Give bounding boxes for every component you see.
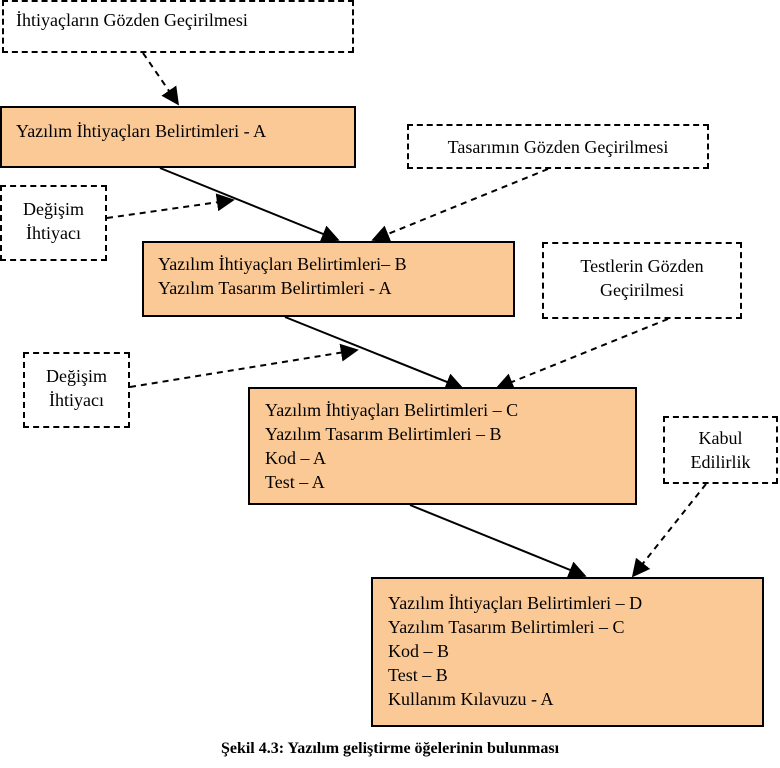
- review-arrow-tests: [495, 318, 669, 391]
- design-review-label: Tasarımın Gözden Geçirilmesi: [447, 137, 669, 157]
- stage-arrow-1: [159, 167, 340, 243]
- acceptance-box: Kabul Edilirlik: [663, 416, 778, 484]
- review-arrow-requirements: [142, 52, 180, 106]
- change-need-box-1: Değişim İhtiyacı: [0, 185, 107, 261]
- test-review-line-1: Testlerin Gözden: [580, 256, 704, 276]
- stage-c-line-2: Yazılım Tasarım Belirtimleri – B: [265, 424, 502, 444]
- stage-d-line-3: Kod – B: [388, 641, 450, 661]
- stage-arrow-3: [409, 504, 587, 579]
- stage-b-line-1: Yazılım İhtiyaçları Belirtimleri– B: [158, 254, 407, 274]
- stage-d-line-4: Test – B: [388, 665, 448, 685]
- acceptance-arrow: [631, 483, 707, 578]
- change-arrow-1: [106, 193, 235, 219]
- stage-arrow-2: [284, 316, 464, 391]
- review-arrow-design: [371, 168, 549, 243]
- stage-c-line-1: Yazılım İhtiyaçları Belirtimleri – C: [265, 400, 519, 420]
- stage-d-line-1: Yazılım İhtiyaçları Belirtimleri – D: [388, 593, 643, 613]
- test-review-box: Testlerin Gözden Geçirilmesi: [542, 242, 742, 319]
- change-arrow-2: [129, 343, 359, 388]
- requirements-review-box: İhtiyaçların Gözden Geçirilmesi: [2, 0, 354, 53]
- requirements-review-label: İhtiyaçların Gözden Geçirilmesi: [16, 10, 248, 30]
- stage-c-line-3: Kod – A: [265, 448, 327, 468]
- change-need-box-2: Değişim İhtiyacı: [23, 352, 130, 428]
- stage-c-line-4: Test – A: [265, 472, 325, 492]
- stage-box-b: Yazılım İhtiyaçları Belirtimleri– B Yazı…: [142, 241, 515, 317]
- acceptance-line-1: Kabul: [698, 428, 743, 448]
- stage-d-line-5: Kullanım Kılavuzu - A: [388, 689, 554, 709]
- stage-b-line-2: Yazılım Tasarım Belirtimleri - A: [158, 278, 392, 298]
- change-need-2-line-2: İhtiyacı: [49, 390, 104, 410]
- stage-box-c: Yazılım İhtiyaçları Belirtimleri – C Yaz…: [248, 387, 637, 505]
- acceptance-line-2: Edilirlik: [690, 452, 751, 472]
- stage-d-line-2: Yazılım Tasarım Belirtimleri – C: [388, 617, 625, 637]
- test-review-line-2: Geçirilmesi: [600, 280, 684, 300]
- change-need-2-line-1: Değişim: [46, 366, 107, 386]
- design-review-box: Tasarımın Gözden Geçirilmesi: [407, 124, 709, 169]
- change-need-1-line-1: Değişim: [23, 199, 84, 219]
- stage-box-d: Yazılım İhtiyaçları Belirtimleri – D Yaz…: [371, 577, 764, 727]
- stage-box-a: Yazılım İhtiyaçları Belirtimleri - A: [0, 106, 356, 168]
- change-need-1-line-2: İhtiyacı: [26, 223, 81, 243]
- figure-caption: Şekil 4.3: Yazılım geliştirme öğelerinin…: [220, 740, 560, 757]
- stage-a-line-1: Yazılım İhtiyaçları Belirtimleri - A: [16, 121, 267, 141]
